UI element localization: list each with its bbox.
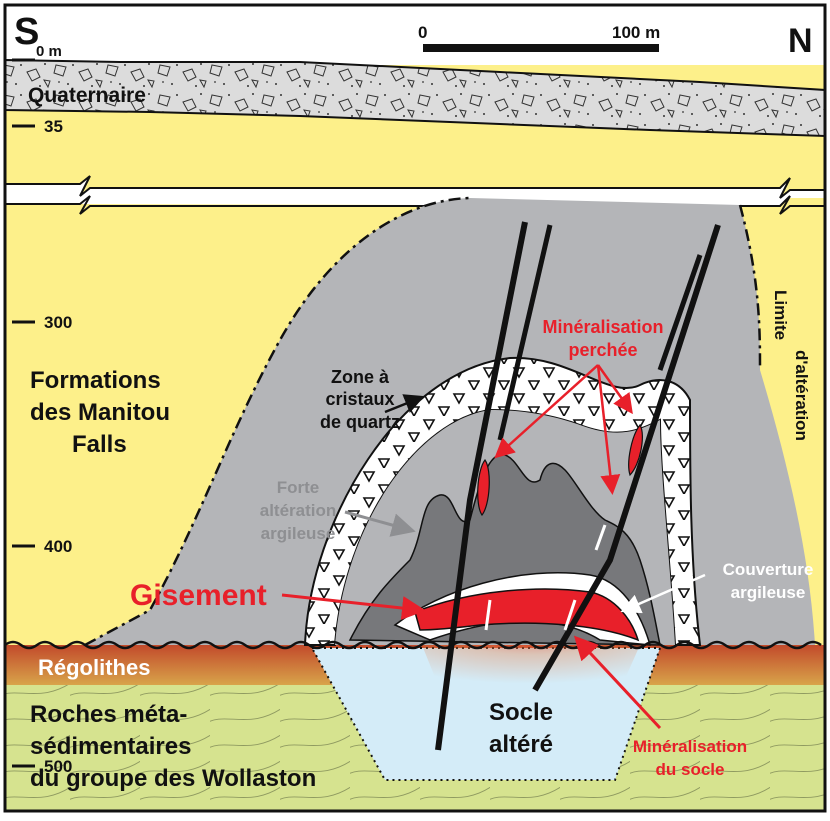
svg-text:cristaux: cristaux	[325, 389, 394, 409]
depth-tick-35: 35	[44, 117, 63, 136]
sky-area	[5, 5, 825, 65]
north-label: N	[788, 22, 813, 60]
south-label: S	[14, 11, 39, 53]
quaternary-label: Quaternaire	[28, 84, 146, 107]
svg-text:altération: altération	[260, 501, 337, 520]
svg-text:argileuse: argileuse	[261, 524, 336, 543]
svg-text:perchée: perchée	[568, 340, 637, 360]
svg-text:altéré: altéré	[489, 731, 553, 758]
depth-tick-0: 0 m	[36, 43, 62, 60]
alteration-limit-label-2: d'altération	[792, 350, 811, 441]
svg-text:Falls: Falls	[72, 431, 127, 458]
svg-text:du groupe des Wollaston: du groupe des Wollaston	[30, 765, 316, 792]
svg-text:Minéralisation: Minéralisation	[542, 317, 663, 337]
scale-bar-start: 0	[418, 23, 427, 42]
deposit-label: Gisement	[130, 579, 267, 612]
svg-text:Socle: Socle	[489, 699, 553, 726]
depth-tick-300: 300	[44, 313, 72, 332]
svg-text:Couverture: Couverture	[723, 560, 814, 579]
svg-text:argileuse: argileuse	[731, 583, 806, 602]
svg-text:Forte: Forte	[277, 478, 320, 497]
svg-text:de quartz: de quartz	[320, 412, 400, 432]
alteration-limit-label-1: Limite	[771, 290, 790, 340]
svg-text:Minéralisation: Minéralisation	[633, 737, 747, 756]
scale-bar-end: 100 m	[612, 23, 660, 42]
quartz-zone-label: Zone à cristaux de quartz	[320, 367, 400, 432]
depth-tick-400: 400	[44, 537, 72, 556]
svg-text:du socle: du socle	[656, 760, 725, 779]
svg-text:Formations: Formations	[30, 367, 161, 394]
svg-text:sédimentaires: sédimentaires	[30, 733, 191, 760]
regolith-label: Régolithes	[38, 655, 150, 680]
svg-text:Roches méta-: Roches méta-	[30, 701, 187, 728]
svg-text:des Manitou: des Manitou	[30, 399, 170, 426]
svg-text:Zone à: Zone à	[331, 367, 390, 387]
